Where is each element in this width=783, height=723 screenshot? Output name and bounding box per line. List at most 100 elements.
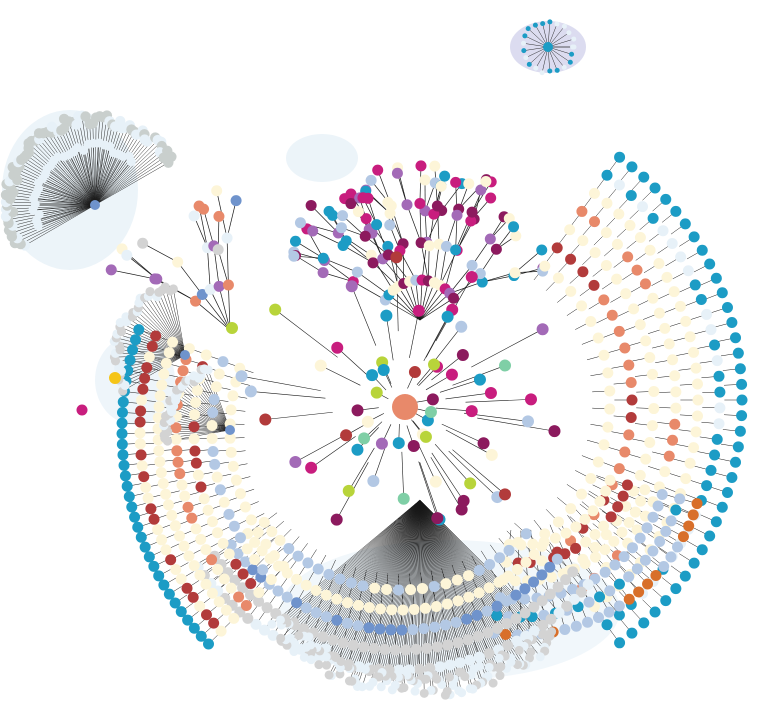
node[interactable] [491, 609, 503, 621]
node[interactable] [670, 386, 682, 398]
node[interactable] [587, 505, 599, 517]
node[interactable] [206, 433, 218, 445]
node[interactable] [415, 160, 427, 172]
node[interactable] [227, 390, 239, 402]
node[interactable] [536, 595, 548, 607]
node[interactable] [710, 516, 722, 528]
node[interactable] [721, 487, 733, 499]
node[interactable] [175, 573, 187, 585]
node[interactable] [174, 468, 186, 480]
node[interactable] [626, 394, 638, 406]
node[interactable] [345, 280, 358, 293]
node[interactable] [672, 541, 684, 553]
node[interactable] [565, 503, 577, 515]
node[interactable] [613, 578, 625, 590]
node[interactable] [157, 477, 169, 489]
node[interactable] [623, 593, 635, 605]
node[interactable] [218, 496, 230, 508]
node[interactable] [228, 612, 240, 624]
node[interactable] [206, 587, 218, 599]
node[interactable] [190, 396, 202, 408]
node[interactable] [730, 456, 742, 468]
node[interactable] [519, 607, 531, 619]
node[interactable] [704, 258, 716, 270]
node[interactable] [503, 544, 515, 556]
node[interactable] [570, 542, 582, 554]
node[interactable] [358, 432, 371, 445]
node[interactable] [360, 213, 372, 225]
node[interactable] [189, 409, 201, 421]
node[interactable] [601, 197, 613, 209]
node[interactable] [190, 457, 202, 469]
node[interactable] [634, 469, 646, 481]
node[interactable] [310, 607, 322, 619]
node[interactable] [253, 587, 265, 599]
node[interactable] [501, 595, 513, 607]
node[interactable] [76, 404, 88, 416]
node[interactable] [621, 479, 633, 491]
node[interactable] [622, 251, 634, 263]
node[interactable] [429, 671, 439, 681]
node[interactable] [392, 437, 405, 450]
node[interactable] [536, 244, 548, 256]
node[interactable] [473, 564, 485, 576]
node[interactable] [168, 284, 178, 294]
node[interactable] [675, 251, 687, 263]
node[interactable] [547, 68, 553, 74]
node[interactable] [365, 174, 377, 186]
node[interactable] [135, 405, 147, 417]
node[interactable] [452, 595, 464, 607]
node[interactable] [206, 419, 218, 431]
node[interactable] [466, 206, 478, 218]
node[interactable] [583, 596, 595, 608]
node[interactable] [454, 657, 466, 669]
node[interactable] [180, 350, 190, 360]
node[interactable] [646, 368, 658, 380]
node[interactable] [210, 381, 222, 393]
node[interactable] [598, 294, 610, 306]
node[interactable] [342, 484, 355, 497]
node[interactable] [579, 513, 591, 525]
node[interactable] [606, 309, 618, 321]
node[interactable] [195, 630, 207, 642]
node[interactable] [259, 413, 272, 426]
node[interactable] [560, 574, 572, 586]
node[interactable] [347, 639, 359, 651]
node[interactable] [375, 603, 387, 615]
node[interactable] [335, 222, 347, 234]
node[interactable] [461, 613, 473, 625]
node[interactable] [170, 422, 182, 434]
node[interactable] [660, 193, 672, 205]
node[interactable] [639, 554, 651, 566]
node[interactable] [352, 206, 364, 218]
node[interactable] [121, 480, 133, 492]
node[interactable] [222, 279, 234, 291]
node[interactable] [198, 203, 210, 215]
node[interactable] [289, 647, 299, 657]
node[interactable] [450, 176, 462, 188]
node[interactable] [134, 427, 146, 439]
node[interactable] [221, 232, 233, 244]
node[interactable] [245, 577, 257, 589]
node[interactable] [189, 445, 201, 457]
node[interactable] [214, 484, 226, 496]
node[interactable] [660, 525, 672, 537]
node[interactable] [440, 578, 452, 590]
node[interactable] [551, 553, 563, 565]
node[interactable] [116, 438, 128, 450]
node[interactable] [331, 593, 343, 605]
node[interactable] [522, 33, 528, 39]
node[interactable] [473, 373, 486, 386]
node[interactable] [190, 523, 202, 535]
node[interactable] [566, 30, 572, 36]
node[interactable] [598, 520, 610, 532]
node[interactable] [178, 540, 190, 552]
node[interactable] [711, 433, 723, 445]
node[interactable] [576, 300, 588, 312]
node[interactable] [154, 390, 166, 402]
node[interactable] [522, 415, 535, 428]
node[interactable] [484, 558, 496, 570]
node[interactable] [588, 279, 600, 291]
node[interactable] [310, 584, 322, 596]
node[interactable] [165, 554, 177, 566]
